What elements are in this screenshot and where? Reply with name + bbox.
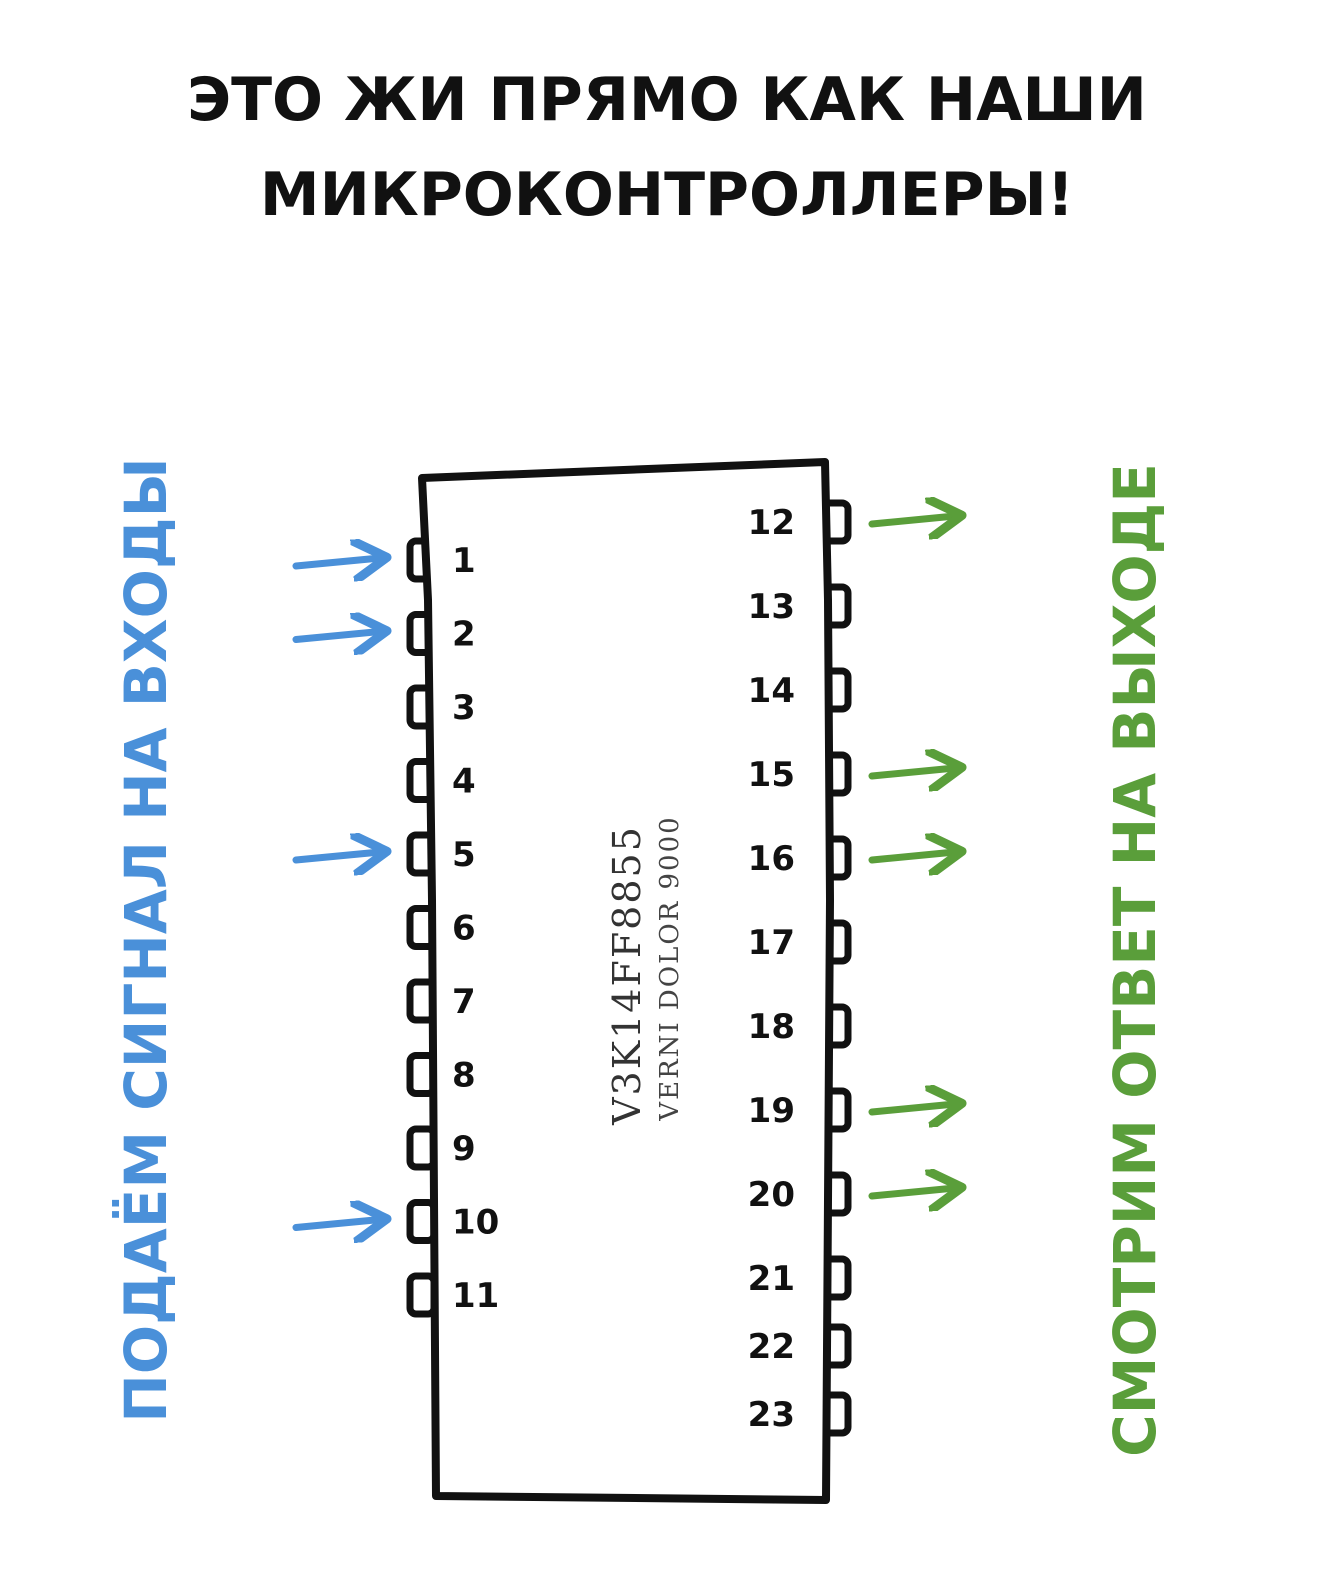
title-line-1: ЭТО ЖИ ПРЯМО КАК НАШИ bbox=[187, 65, 1147, 135]
pin-number-20: 20 bbox=[748, 1175, 795, 1215]
pin-number-5: 5 bbox=[452, 835, 476, 875]
pin-number-10: 10 bbox=[452, 1203, 499, 1243]
chip-body bbox=[418, 458, 834, 1504]
chip-model: VERNI DOLOR 9000 bbox=[655, 815, 685, 1121]
pin-number-9: 9 bbox=[452, 1129, 476, 1169]
pin-number-7: 7 bbox=[452, 982, 476, 1022]
input-arrow-1 bbox=[292, 558, 380, 566]
pin-number-21: 21 bbox=[748, 1259, 795, 1299]
input-arrow-5 bbox=[292, 852, 380, 860]
pin-number-13: 13 bbox=[748, 587, 795, 627]
output-arrow-19 bbox=[868, 1104, 955, 1112]
output-arrow-15 bbox=[868, 768, 955, 776]
pin-number-15: 15 bbox=[748, 755, 795, 795]
pin-number-2: 2 bbox=[452, 615, 476, 655]
pin-number-4: 4 bbox=[452, 762, 476, 802]
pin-number-8: 8 bbox=[452, 1056, 476, 1096]
output-arrow-20 bbox=[868, 1188, 955, 1196]
pin-number-18: 18 bbox=[748, 1007, 795, 1047]
input-arrow-10 bbox=[292, 1220, 380, 1228]
pin-number-14: 14 bbox=[748, 671, 795, 711]
chip-part-number: V3K14FF8855 bbox=[605, 825, 649, 1126]
pin-number-23: 23 bbox=[748, 1395, 795, 1435]
pin-number-6: 6 bbox=[452, 909, 476, 949]
pin-11 bbox=[406, 1272, 438, 1318]
signal-arrows-group bbox=[292, 516, 955, 1228]
output-arrow-12 bbox=[868, 516, 955, 524]
pin-number-17: 17 bbox=[748, 923, 795, 963]
pin-number-3: 3 bbox=[452, 688, 476, 728]
pin-number-22: 22 bbox=[748, 1327, 795, 1367]
pin-number-11: 11 bbox=[452, 1276, 499, 1316]
pin-number-19: 19 bbox=[748, 1091, 795, 1131]
outputs-label: СМОТРИМ ОТВЕТ НА ВЫХОДЕ bbox=[1101, 463, 1169, 1457]
output-arrow-16 bbox=[868, 852, 955, 860]
title-line-2: МИКРОКОНТРОЛЛЕРЫ! bbox=[260, 160, 1074, 230]
inputs-label: ПОДАЁМ СИГНАЛ НА ВХОДЫ bbox=[111, 457, 180, 1422]
pin-number-1: 1 bbox=[452, 541, 476, 581]
input-arrow-2 bbox=[292, 632, 380, 640]
pin-number-12: 12 bbox=[748, 503, 795, 543]
pin-number-16: 16 bbox=[748, 839, 795, 879]
